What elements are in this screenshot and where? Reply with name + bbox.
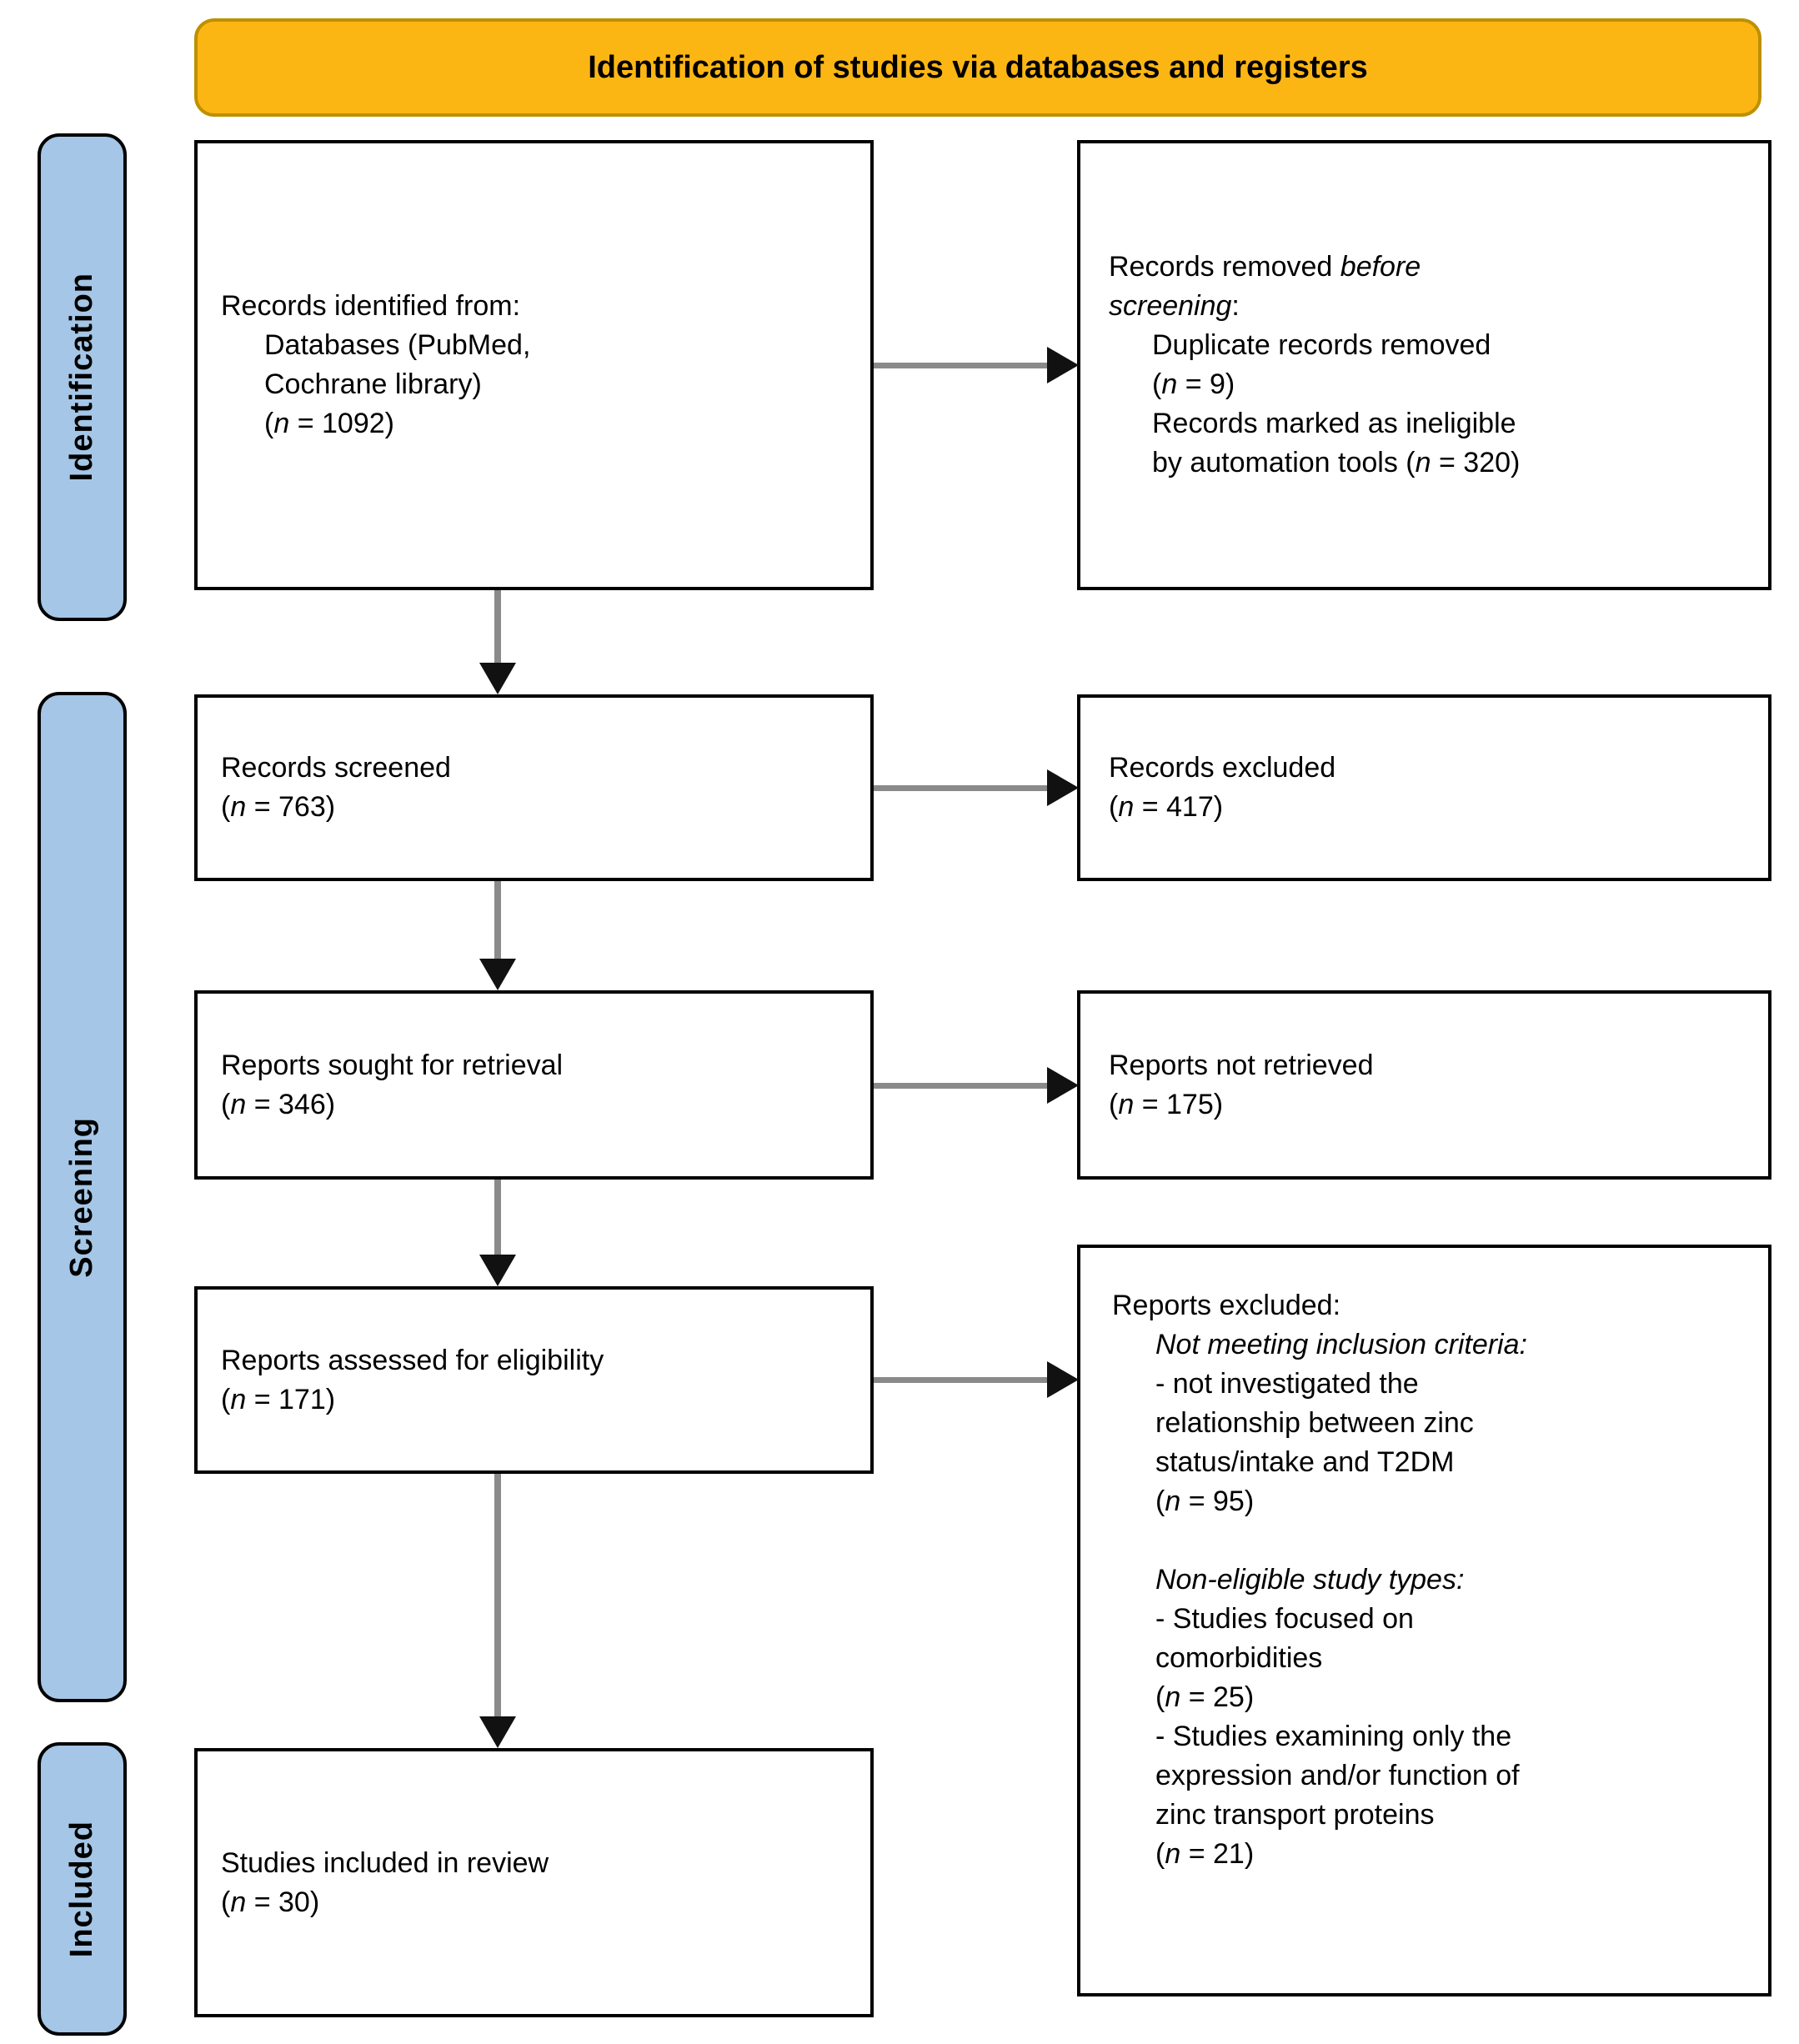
box-text-line: expression and/or function of	[1155, 1760, 1520, 1791]
box-text-line: relationship between zinc	[1155, 1407, 1474, 1439]
box-text-line: Records excluded	[1109, 752, 1336, 784]
arrow-right-icon	[1047, 1361, 1079, 1398]
arrow-down-icon	[479, 1716, 516, 1748]
box-text-line: Not meeting inclusion criteria:	[1155, 1329, 1527, 1360]
box-text-line: (n = 175)	[1109, 1088, 1224, 1120]
arrow-line	[494, 881, 501, 959]
box-text-line: Records marked as ineligible	[1152, 408, 1516, 439]
arrow-right-icon	[1047, 347, 1079, 383]
box-text-line: Duplicate records removed	[1152, 329, 1491, 361]
arrow-line	[874, 363, 1047, 368]
stage-label-screening-text: Screening	[64, 1116, 99, 1278]
box-text-line: screening:	[1109, 290, 1240, 322]
box-text-line: (n = 21)	[1155, 1838, 1255, 1870]
box-text-line: Reports excluded:	[1112, 1290, 1341, 1321]
stage-label-included: Included	[38, 1742, 127, 2036]
box-text-line: Records removed before	[1109, 251, 1421, 283]
box-text-line: - Studies examining only the	[1155, 1721, 1512, 1752]
box-text-line: (n = 25)	[1155, 1681, 1255, 1713]
box-records-identified: Records identified from: Databases (PubMe…	[194, 140, 874, 590]
box-records-removed: Records removed before screening: Duplicat…	[1077, 140, 1771, 590]
box-text-line: (n = 346)	[221, 1088, 336, 1120]
box-text-line: Records screened	[221, 752, 451, 784]
arrow-line	[874, 785, 1047, 791]
box-text-line: by automation tools (n = 320)	[1152, 447, 1521, 478]
box-text-line	[1112, 1521, 1760, 1561]
arrow-right-icon	[1047, 1067, 1079, 1104]
box-text-line: Studies included in review	[221, 1846, 549, 1879]
box-text-line: (n = 763)	[221, 791, 336, 823]
box-text-line: Reports not retrieved	[1109, 1049, 1374, 1081]
box-text-line: Reports sought for retrieval	[221, 1049, 564, 1081]
arrow-line	[494, 1180, 501, 1255]
box-text-line: (n = 417)	[1109, 791, 1224, 823]
box-text-line: - not investigated the	[1155, 1368, 1419, 1400]
arrow-line	[874, 1377, 1047, 1383]
box-text-line: Reports assessed for eligibility	[221, 1344, 604, 1376]
stage-label-screening: Screening	[38, 692, 127, 1702]
box-text-line: Databases (PubMed,	[264, 329, 531, 361]
box-text-line: zinc transport proteins	[1155, 1799, 1435, 1831]
arrow-line	[494, 1474, 501, 1716]
banner: Identification of studies via databases …	[194, 18, 1761, 117]
arrow-down-icon	[479, 1255, 516, 1286]
box-text-line: (n = 95)	[1155, 1485, 1255, 1517]
stage-label-identification: Identification	[38, 133, 127, 621]
stage-label-included-text: Included	[64, 1820, 99, 1958]
box-records-screened: Records screened (n = 763)	[194, 694, 874, 881]
stage-label-identification-text: Identification	[64, 273, 99, 482]
box-text-line: (n = 1092)	[264, 408, 394, 439]
box-studies-included: Studies included in review (n = 30)	[194, 1748, 874, 2017]
arrow-down-icon	[479, 959, 516, 990]
arrow-line	[494, 590, 501, 663]
box-reports-excluded: Reports excluded: Not meeting inclusion c…	[1077, 1245, 1771, 1996]
box-reports-not-retrieved: Reports not retrieved (n = 175)	[1077, 990, 1771, 1180]
arrow-down-icon	[479, 663, 516, 694]
box-records-excluded: Records excluded (n = 417)	[1077, 694, 1771, 881]
box-text-line: Non-eligible study types:	[1155, 1564, 1465, 1596]
arrow-right-icon	[1047, 769, 1079, 806]
box-text-line: (n = 9)	[1152, 368, 1235, 400]
arrow-line	[874, 1083, 1047, 1089]
banner-label: Identification of studies via databases …	[588, 49, 1368, 85]
box-reports-assessed: Reports assessed for eligibility (n = 171…	[194, 1286, 874, 1474]
box-text-line: - Studies focused on	[1155, 1603, 1414, 1635]
box-reports-sought: Reports sought for retrieval (n = 346)	[194, 990, 874, 1180]
box-text-line: (n = 30)	[221, 1886, 320, 1918]
box-text-line: comorbidities	[1155, 1642, 1323, 1674]
box-text-line: Records identified from:	[221, 290, 521, 322]
box-text-line: (n = 171)	[221, 1383, 336, 1415]
box-text-line: Cochrane library)	[264, 368, 482, 400]
box-text-line: status/intake and T2DM	[1155, 1446, 1455, 1478]
